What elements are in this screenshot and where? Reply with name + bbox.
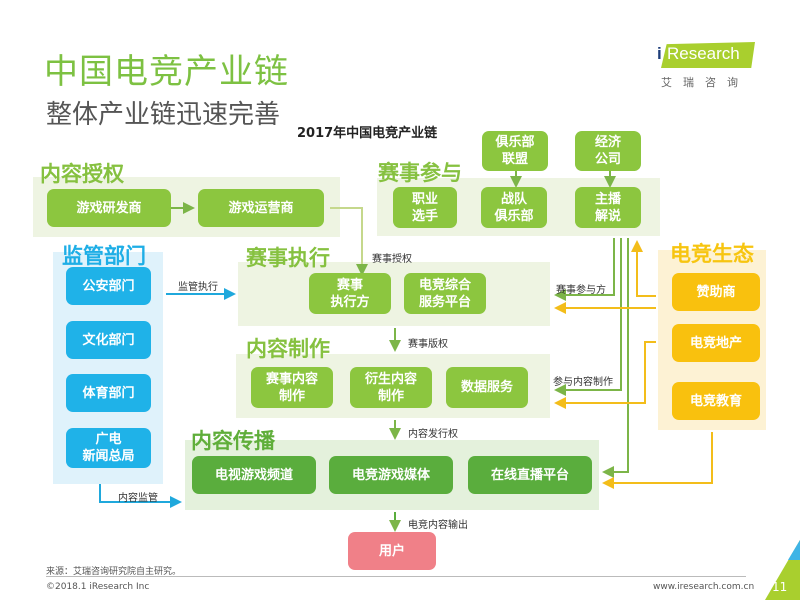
node-culture-dept: 文化部门: [66, 321, 151, 359]
node-game-operator: 游戏运营商: [198, 189, 324, 227]
diagram-title: 2017年中国电竞产业链: [297, 126, 438, 141]
logo-brand: Research: [667, 44, 740, 63]
logo-brand-cn: 艾瑞咨询: [661, 76, 749, 89]
edge-label-regulation-exec: 监管执行: [178, 282, 218, 293]
node-tv-game-channel: 电视游戏频道: [192, 456, 316, 494]
edge-label-content-participation: 参与内容制作: [553, 377, 613, 388]
label-event-participation: 赛事参与: [378, 161, 462, 185]
node-esports-education: 电竞教育: [672, 382, 760, 420]
node-user: 用户: [348, 532, 436, 570]
label-regulators: 监管部门: [62, 244, 146, 268]
source-note: 来源：艾瑞咨询研究院自主研究。: [46, 567, 182, 577]
node-event-organizer: 赛事 执行方: [309, 273, 391, 314]
page-number: 11: [772, 580, 788, 594]
label-ecosystem: 电竞生态: [670, 242, 754, 266]
node-agency: 经济 公司: [575, 131, 641, 171]
node-esports-real-estate: 电竞地产: [672, 324, 760, 362]
edge-label-content-supervision: 内容监管: [118, 493, 158, 504]
logo-i: i: [657, 44, 662, 63]
iresearch-logo: i Research 艾瑞咨询: [655, 42, 755, 92]
label-content-distribution: 内容传播: [191, 429, 275, 453]
edge-label-distribution-rights: 内容发行权: [408, 429, 458, 440]
node-event-content: 赛事内容 制作: [251, 367, 333, 408]
node-streamer-caster: 主播 解说: [575, 187, 641, 228]
page-subtitle: 整体产业链迅速完善: [46, 100, 281, 130]
footer-divider: [46, 576, 746, 577]
edge-label-content-output: 电竞内容输出: [408, 520, 468, 531]
website-url: www.iresearch.com.cn: [653, 582, 755, 592]
page-title: 中国电竞产业链: [44, 52, 289, 92]
node-esports-media: 电竞游戏媒体: [329, 456, 453, 494]
node-public-security: 公安部门: [66, 267, 151, 305]
panel-event-execution: [238, 262, 550, 326]
node-club-league: 俱乐部 联盟: [482, 131, 548, 171]
copyright: ©2018.1 iResearch Inc: [46, 582, 150, 592]
edge-label-event-license: 赛事授权: [372, 254, 412, 265]
node-sponsor: 赞助商: [672, 273, 760, 311]
node-pro-player: 职业 选手: [393, 187, 457, 228]
node-team-club: 战队 俱乐部: [481, 187, 547, 228]
node-sapprft: 广电 新闻总局: [66, 428, 151, 468]
label-event-execution: 赛事执行: [246, 246, 330, 270]
node-derivative-content: 衍生内容 制作: [350, 367, 432, 408]
node-esports-service-platform: 电竞综合 服务平台: [404, 273, 486, 314]
edge-label-event-copyright: 赛事版权: [408, 339, 448, 350]
logo-bar-shape: [661, 42, 755, 68]
node-live-streaming-platform: 在线直播平台: [468, 456, 592, 494]
node-sports-dept: 体育部门: [66, 374, 151, 412]
node-data-service: 数据服务: [446, 367, 528, 408]
edge-label-event-participants: 赛事参与方: [556, 285, 606, 296]
node-game-developer: 游戏研发商: [47, 189, 171, 227]
label-content-production: 内容制作: [246, 337, 330, 361]
label-content-license: 内容授权: [40, 162, 124, 186]
